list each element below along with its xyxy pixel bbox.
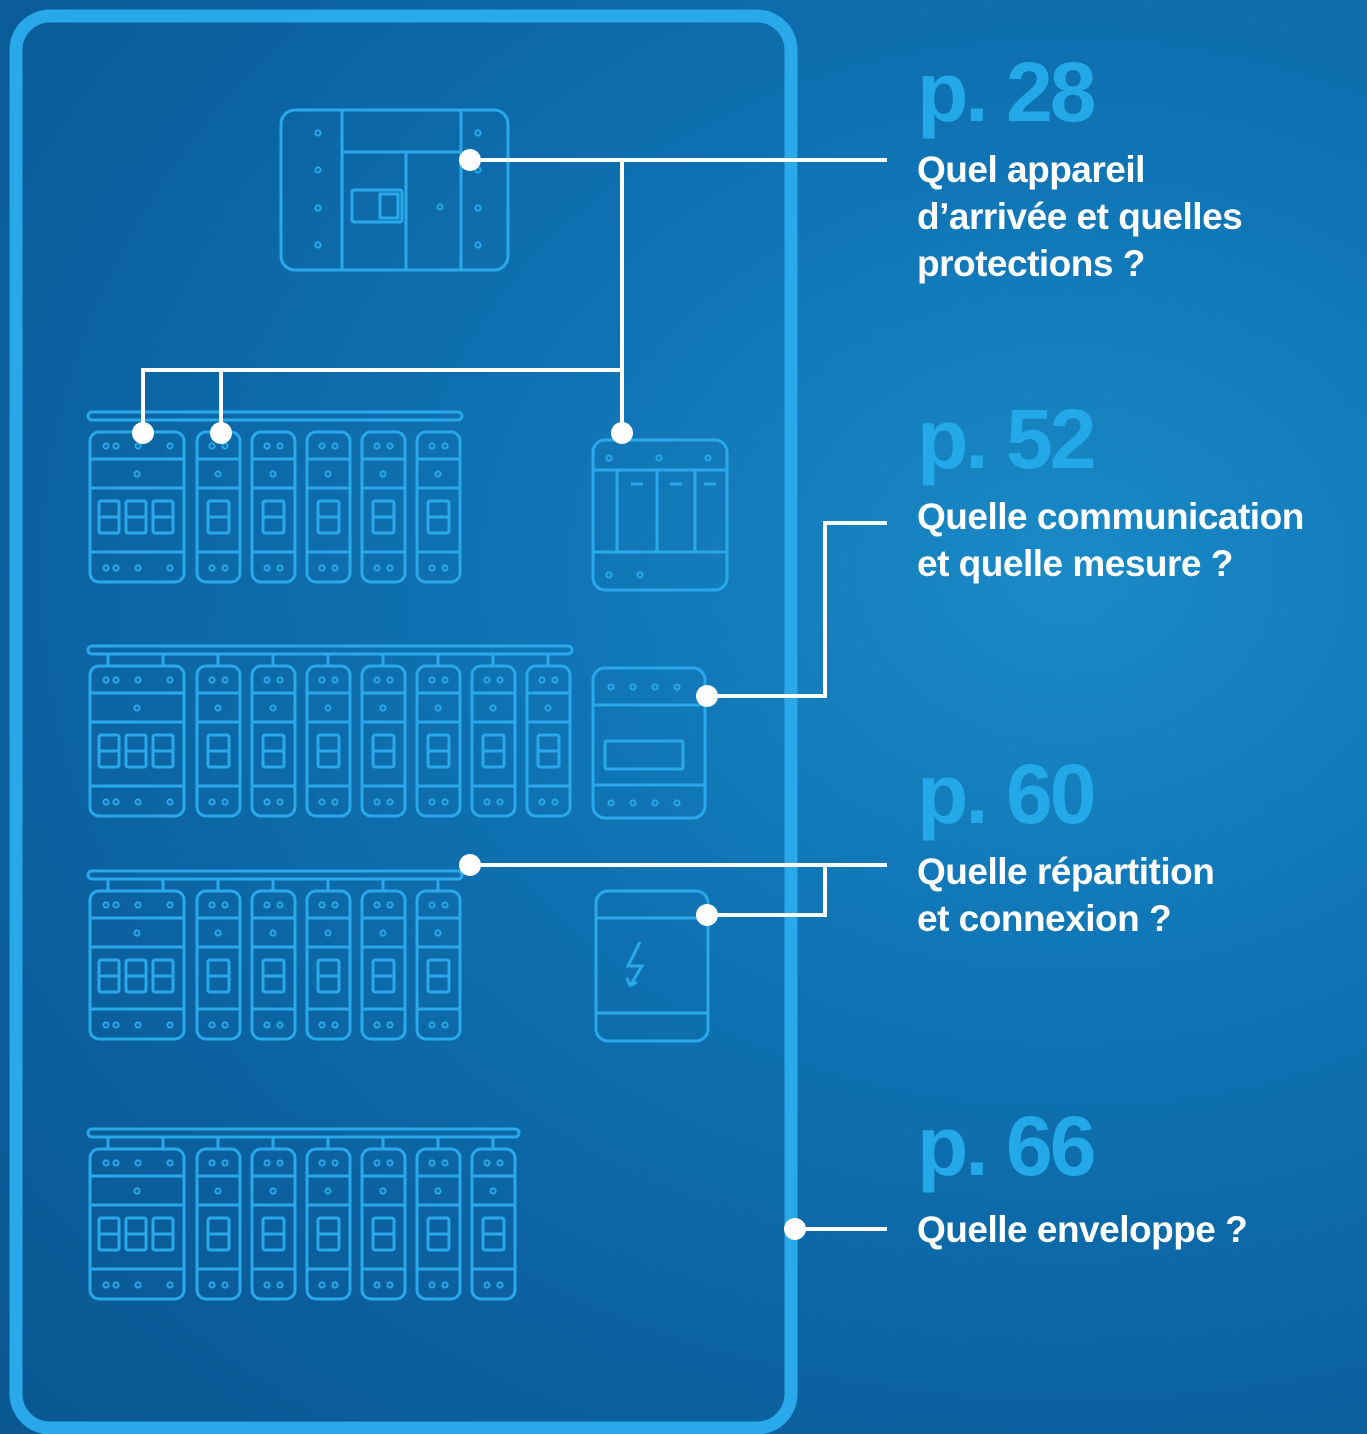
busbar [86,1127,521,1149]
page-ref-communication[interactable]: p. 52 [917,392,1096,486]
section-communication: p. 52 Quelle communication et quelle mes… [917,397,1304,587]
breaker-icon [470,1147,517,1301]
connector-branch [141,160,624,433]
section-enclosure: p. 66 Quelle enveloppe ? [917,1099,1248,1253]
breaker-icon [415,889,462,1041]
breaker-icon [360,664,407,818]
question-distribution: Quelle répartition et connexion ? [917,851,1215,939]
connector-socket [707,865,827,917]
breaker-icon [88,889,186,1041]
busbar [86,869,464,891]
breaker-icon [88,430,186,584]
busbar [86,644,574,666]
dot-incomer [459,149,481,171]
socket-device [594,889,710,1043]
breaker-icon [360,430,407,584]
breaker-icon [360,1147,407,1301]
breaker-icon [470,664,517,818]
breaker-icon [525,664,572,818]
breaker-icon [195,889,242,1041]
page-ref-incomer[interactable]: p. 28 [917,45,1096,139]
question-enclosure: Quelle enveloppe ? [917,1209,1248,1250]
breaker-icon [195,430,242,584]
dot-socket [696,904,718,926]
page-ref-enclosure[interactable]: p. 66 [917,1099,1096,1193]
breaker-icon [250,1147,297,1301]
breaker-icon [88,664,186,818]
breaker-icon [250,430,297,584]
breaker-icon [250,889,297,1041]
breaker-icon [305,889,352,1041]
breaker-icon [250,664,297,818]
lightning-icon [625,941,645,988]
dot-meter [696,685,718,707]
dot-enclosure [784,1218,806,1240]
energy-meter [591,666,707,820]
breaker-icon [305,664,352,818]
enclosure-outline [9,9,798,1434]
dot-breaker-1p [210,422,232,444]
question-incomer: Quel appareil d’arrivée et quelles prote… [917,149,1243,284]
incomer-device [279,108,510,272]
breaker-icon [415,1147,462,1301]
breaker-icon [195,1147,242,1301]
busbar [86,410,464,422]
connector-dots [132,149,806,1240]
breaker-icon [360,889,407,1041]
breaker-icon [415,430,462,584]
question-communication: Quelle communication et quelle mesure ? [917,496,1304,584]
connector-meter [707,521,887,698]
dot-busbar [459,854,481,876]
breaker-icon [305,430,352,584]
section-distribution: p. 60 Quelle répartition et connexion ? [917,747,1215,942]
dot-spd [611,422,633,444]
section-incomer: p. 28 Quel appareil d’arrivée et quelles… [917,45,1243,287]
page-ref-distribution[interactable]: p. 60 [917,747,1096,841]
connectors [141,158,887,1231]
surge-protector [591,438,729,592]
breaker-icon [195,664,242,818]
breaker-icon [305,1147,352,1301]
dot-breaker-4p [132,422,154,444]
breaker-icon [88,1147,186,1301]
breaker-icon [415,664,462,818]
